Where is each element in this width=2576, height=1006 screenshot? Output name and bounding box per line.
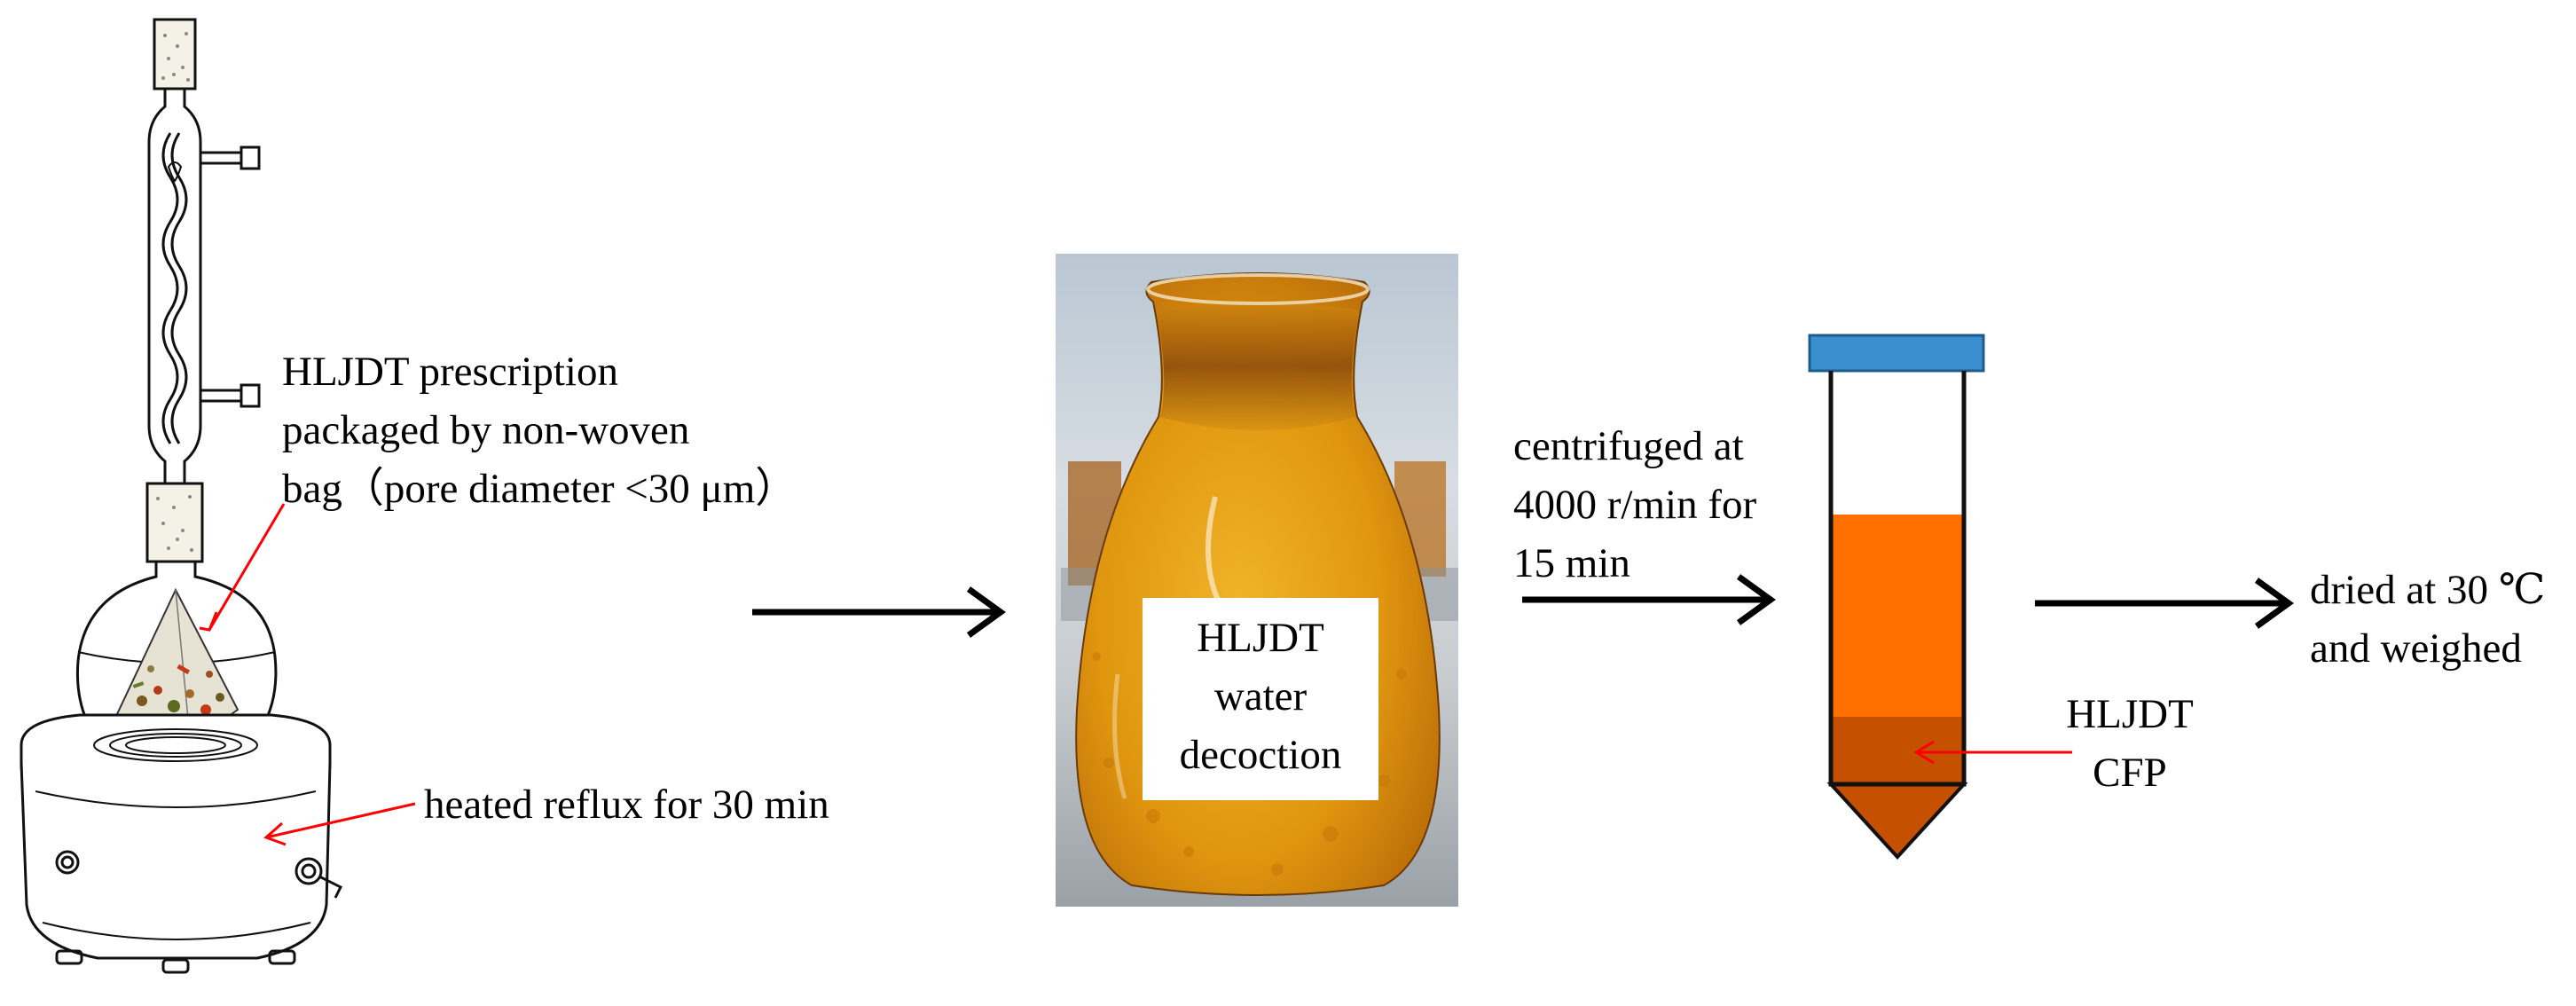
prescription-label: HLJDT prescription packaged by non-woven…: [282, 342, 797, 518]
pellet-label-line1: HLJDT: [2066, 691, 2194, 737]
prescription-label-line3: bag（pore diameter <30 μm）: [282, 466, 797, 512]
prescription-label-line1: HLJDT prescription: [282, 349, 618, 395]
lower-water-port-icon: [240, 383, 261, 408]
pointer-to-heating-mantle: [265, 802, 416, 839]
drying-label: dried at 30 ℃ and weighed: [2310, 561, 2545, 678]
arrow-step1-to-step2: [752, 586, 1006, 638]
drying-label-line1: dried at 30 ℃: [2310, 567, 2546, 613]
drying-label-line2: and weighed: [2310, 625, 2522, 672]
centrifuge-tube-icon: [1808, 334, 1985, 860]
prescription-label-line2: packaged by non-woven: [282, 407, 690, 453]
arrow-step2-to-step3: [1522, 574, 1776, 625]
decoction-label-line1: HLJDT: [1197, 615, 1324, 661]
centrifuge-label-line3: 15 min: [1513, 540, 1630, 586]
centrifuge-label: centrifuged at 4000 r/min for 15 min: [1513, 417, 1756, 593]
mantle-knob-right-icon: [295, 857, 323, 885]
decoction-label-line3: decoction: [1179, 732, 1342, 778]
pellet-label-line2: CFP: [2093, 750, 2167, 796]
centrifuge-label-line2: 4000 r/min for: [1513, 482, 1757, 528]
decoction-label-box: HLJDT water decoction: [1143, 598, 1378, 800]
tube-cap-icon: [1808, 334, 1985, 373]
reflux-condenser-flask-heater-icon: [20, 18, 343, 974]
erlenmeyer-flask-with-decoction-icon: [1056, 254, 1458, 907]
decoction-label-line2: water: [1213, 673, 1308, 719]
centrifuge-label-line1: centrifuged at: [1513, 423, 1744, 469]
upper-water-port-icon: [240, 145, 261, 170]
pointer-to-tea-bag: [208, 503, 286, 631]
pellet-label: HLJDT CFP: [2054, 685, 2205, 802]
mantle-knob-left-icon: [55, 850, 80, 875]
ground-glass-joint-icon: [145, 482, 204, 563]
top-stopper-icon: [153, 18, 197, 90]
heating-label: heated reflux for 30 min: [424, 782, 829, 828]
arrow-step3-to-step4: [2035, 578, 2294, 629]
